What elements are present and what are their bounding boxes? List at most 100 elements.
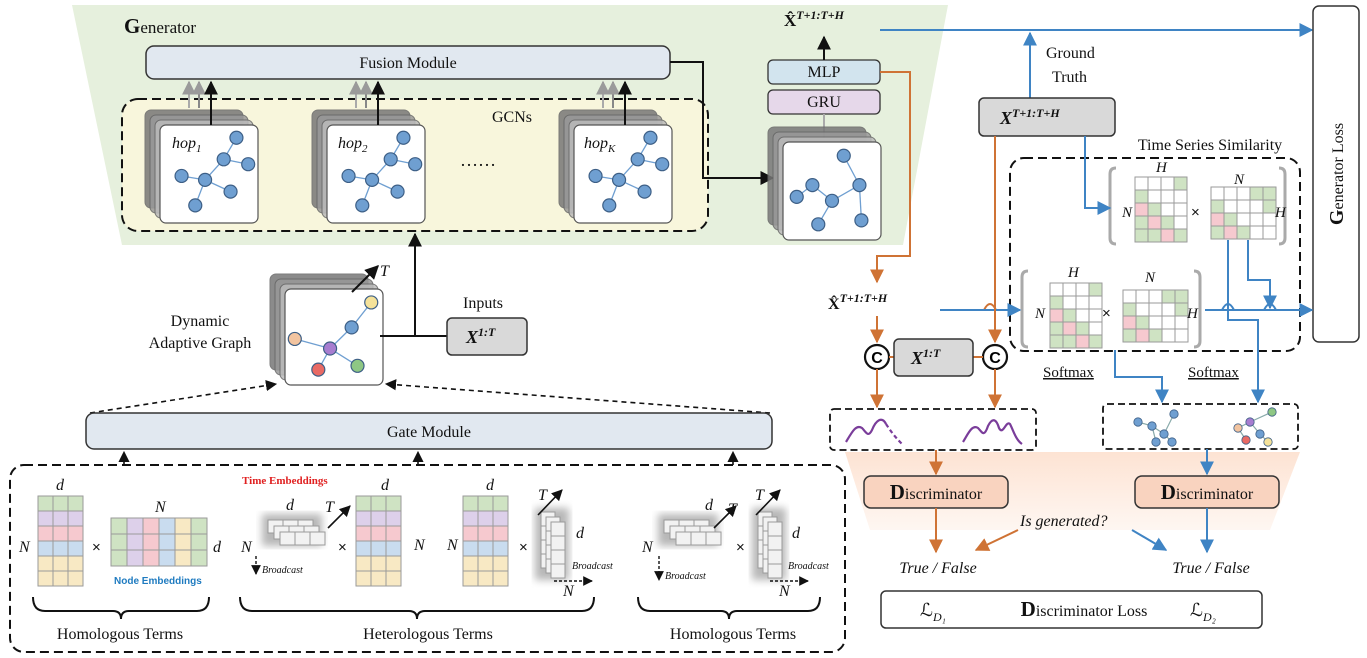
heterologous-terms: Heterologous Terms bbox=[363, 626, 493, 643]
true-false-left: True / False bbox=[899, 560, 976, 577]
sim1-to-gen-loss bbox=[1247, 240, 1277, 310]
term3-d-small: d bbox=[576, 525, 585, 542]
concat-inputs-box[interactable] bbox=[893, 338, 974, 377]
is-generated-label: Is generated? bbox=[1019, 513, 1108, 530]
sim2-to-graph-a bbox=[1114, 350, 1169, 404]
term2-T: T bbox=[325, 499, 335, 516]
gru-label: GRU bbox=[807, 94, 841, 111]
generator-title: Generator bbox=[124, 14, 196, 38]
hop-2-graph-node bbox=[341, 168, 356, 184]
sequence-box bbox=[829, 408, 1037, 451]
term4-time-embeddings bbox=[658, 514, 722, 546]
hop-1-graph-node bbox=[241, 157, 256, 172]
gcns-label: GCNs bbox=[492, 109, 532, 126]
softmax-right: Softmax bbox=[1188, 365, 1239, 381]
sim1-matrix-b bbox=[1210, 186, 1277, 240]
dynamic-graph-label-2: Adaptive Graph bbox=[149, 335, 252, 352]
sim2-matrix-b bbox=[1122, 289, 1189, 343]
gate-module-label: Gate Module bbox=[387, 424, 471, 441]
similarity-title: Time Series Similarity bbox=[1138, 137, 1282, 154]
hop-1-graph-node bbox=[188, 198, 203, 213]
output-graph-node bbox=[811, 217, 826, 232]
concat-left-symbol: C bbox=[871, 350, 883, 367]
wave-generated-dashed bbox=[885, 423, 903, 445]
hop-2-graph-node bbox=[355, 198, 370, 213]
term1-d: d bbox=[56, 477, 65, 494]
hop-k-graph[interactable] bbox=[558, 109, 673, 224]
term1-N-left: N bbox=[18, 539, 31, 556]
sim2-H-right: H bbox=[1186, 306, 1199, 322]
generator-loss-box[interactable] bbox=[1312, 5, 1360, 343]
gate-to-graph-right bbox=[384, 379, 771, 414]
broadcast-2: Broadcast bbox=[572, 561, 613, 572]
hop-1-graph[interactable] bbox=[144, 109, 259, 224]
hop-1-graph-node bbox=[197, 172, 213, 187]
term-to-gate-arrows bbox=[118, 450, 739, 465]
generator-output-label: X̂T+1:T+H bbox=[784, 8, 845, 30]
hop-1-graph-node bbox=[216, 152, 231, 167]
hop-k-label: hopK bbox=[584, 135, 616, 155]
term4-T-right: T bbox=[755, 487, 765, 504]
term2-time-embeddings bbox=[262, 514, 326, 546]
discriminator-loss-label: Discriminator Loss bbox=[1021, 597, 1148, 621]
output-graph[interactable] bbox=[767, 126, 882, 241]
times-2: × bbox=[338, 539, 347, 556]
wave-real bbox=[962, 419, 1023, 445]
term1-d-right: d bbox=[213, 539, 222, 556]
sim1-H-top: H bbox=[1155, 160, 1168, 176]
hop-2-graph-node bbox=[396, 130, 411, 145]
hop-k-graph-node bbox=[643, 130, 658, 145]
sim2-bracket-left bbox=[1020, 269, 1029, 349]
dynamic-adaptive-graph-node bbox=[364, 295, 379, 310]
time-embeddings-label: Time Embeddings bbox=[242, 475, 328, 487]
gate-to-graph-left bbox=[89, 380, 278, 414]
term2-node-matrix bbox=[355, 495, 402, 587]
discriminator-loss-box[interactable] bbox=[880, 590, 1263, 629]
times-4: × bbox=[736, 539, 745, 556]
homologous-terms-right: Homologous Terms bbox=[670, 626, 796, 643]
inputs-box[interactable] bbox=[446, 317, 528, 356]
sim2-matrix-a bbox=[1049, 282, 1103, 349]
term2-d-shadow: d bbox=[286, 497, 295, 514]
ground-truth-label-1: Ground bbox=[1046, 45, 1095, 62]
similarity-container bbox=[1009, 157, 1301, 352]
hop-1-graph-node bbox=[174, 168, 189, 184]
is-generated-right-arrow bbox=[1131, 529, 1168, 551]
term2-d: d bbox=[381, 477, 390, 494]
hop-2-graph-node bbox=[364, 172, 380, 187]
hop-k-graph-node bbox=[637, 184, 652, 199]
sim1-times: × bbox=[1191, 204, 1200, 221]
hop-1-graph-node bbox=[223, 184, 238, 199]
softmax-left: Softmax bbox=[1043, 365, 1094, 381]
sim1-bracket-left bbox=[1108, 166, 1117, 246]
hop-k-graph-node bbox=[655, 157, 670, 172]
broadcast-3: Broadcast bbox=[665, 571, 706, 582]
sim2-N-top: N bbox=[1144, 270, 1156, 286]
term4-N-bottom: N bbox=[778, 583, 791, 600]
hop-2-graph[interactable] bbox=[311, 109, 426, 224]
term4-N: N bbox=[641, 539, 654, 556]
term4-d: d bbox=[705, 497, 714, 514]
hop-1-label: hop1 bbox=[172, 135, 202, 155]
sim1-to-graph-b bbox=[1227, 240, 1265, 404]
ground-truth-box[interactable] bbox=[978, 97, 1116, 137]
ground-truth-formula: XT+1:T+H bbox=[999, 106, 1060, 128]
broadcast-1: Broadcast bbox=[262, 565, 303, 576]
times-3: × bbox=[519, 539, 528, 556]
gate-module-box[interactable] bbox=[85, 412, 773, 450]
concat-right-symbol: C bbox=[989, 350, 1001, 367]
dynamic-adaptive-graph[interactable] bbox=[269, 273, 384, 386]
time-arrow bbox=[351, 265, 379, 293]
dynamic-graph-label-1: Dynamic bbox=[171, 313, 230, 330]
broadcast-4: Broadcast bbox=[788, 561, 829, 572]
hop-2-graph-node bbox=[390, 184, 405, 199]
time-axis-label: T bbox=[380, 263, 390, 280]
sim2-H-top: H bbox=[1067, 265, 1080, 281]
hop-2-graph-node bbox=[408, 157, 423, 172]
loss-d2: ℒD₂ bbox=[1190, 600, 1216, 624]
times-1: × bbox=[92, 539, 101, 556]
broadcast-arrows bbox=[251, 489, 809, 586]
hop-k-graph-node bbox=[588, 168, 603, 184]
graph-pair-box bbox=[1102, 403, 1299, 450]
